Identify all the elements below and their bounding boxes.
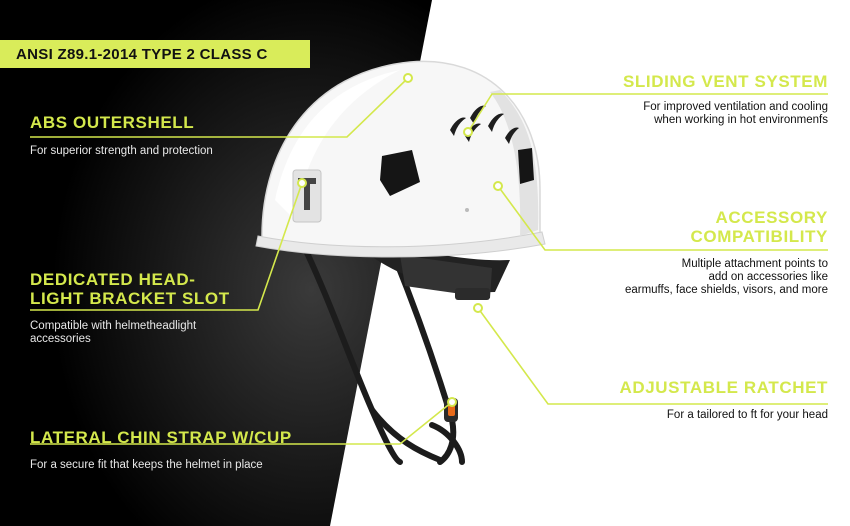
- feature-title-abs-outershell: ABS OUTERSHELL: [30, 113, 195, 132]
- feature-desc-ratchet: For a tailored to ft for your head: [666, 409, 828, 421]
- callout-dot: [297, 178, 307, 188]
- feature-title-accessory-line2: COMPATIBILITY: [690, 227, 828, 246]
- callout-dot: [473, 303, 483, 313]
- feature-desc-sliding-vent-line1: For improved ventilation and cooling: [643, 101, 828, 113]
- feature-desc-accessory-line2: add on accessories like: [708, 271, 828, 283]
- feature-title-accessory-line1: ACCESSORY: [715, 208, 828, 227]
- feature-title-ratchet: ADJUSTABLE RATCHET: [619, 378, 828, 397]
- feature-title-headlight-bracket-line1: DEDICATED HEAD-: [30, 270, 196, 289]
- feature-title-chin-strap: LATERAL CHIN STRAP W/CUP: [30, 428, 292, 447]
- standard-badge: ANSI Z89.1-2014 TYPE 2 CLASS C: [0, 40, 310, 68]
- callout-dot: [447, 397, 457, 407]
- feature-desc-headlight-bracket-line2: accessories: [30, 333, 91, 345]
- feature-desc-accessory-line1: Multiple attachment points to: [681, 258, 828, 270]
- feature-desc-chin-strap: For a secure fit that keeps the helmet i…: [30, 459, 263, 471]
- callout-dot: [493, 181, 503, 191]
- standard-badge-text: ANSI Z89.1-2014 TYPE 2 CLASS C: [16, 46, 268, 63]
- feature-desc-headlight-bracket-line1: Compatible with helmetheadlight: [30, 320, 197, 332]
- feature-title-sliding-vent: SLIDING VENT SYSTEM: [622, 72, 828, 91]
- feature-desc-accessory-line3: earmuffs, face shields, visors, and more: [624, 284, 828, 296]
- callout-dot: [403, 73, 413, 83]
- feature-desc-sliding-vent-line2: when working in hot environmenfs: [654, 114, 828, 126]
- callout-dot: [463, 127, 473, 137]
- feature-desc-abs-outershell: For superior strength and protection: [30, 145, 213, 157]
- feature-title-headlight-bracket-line2: LIGHT BRACKET SLOT: [30, 289, 230, 308]
